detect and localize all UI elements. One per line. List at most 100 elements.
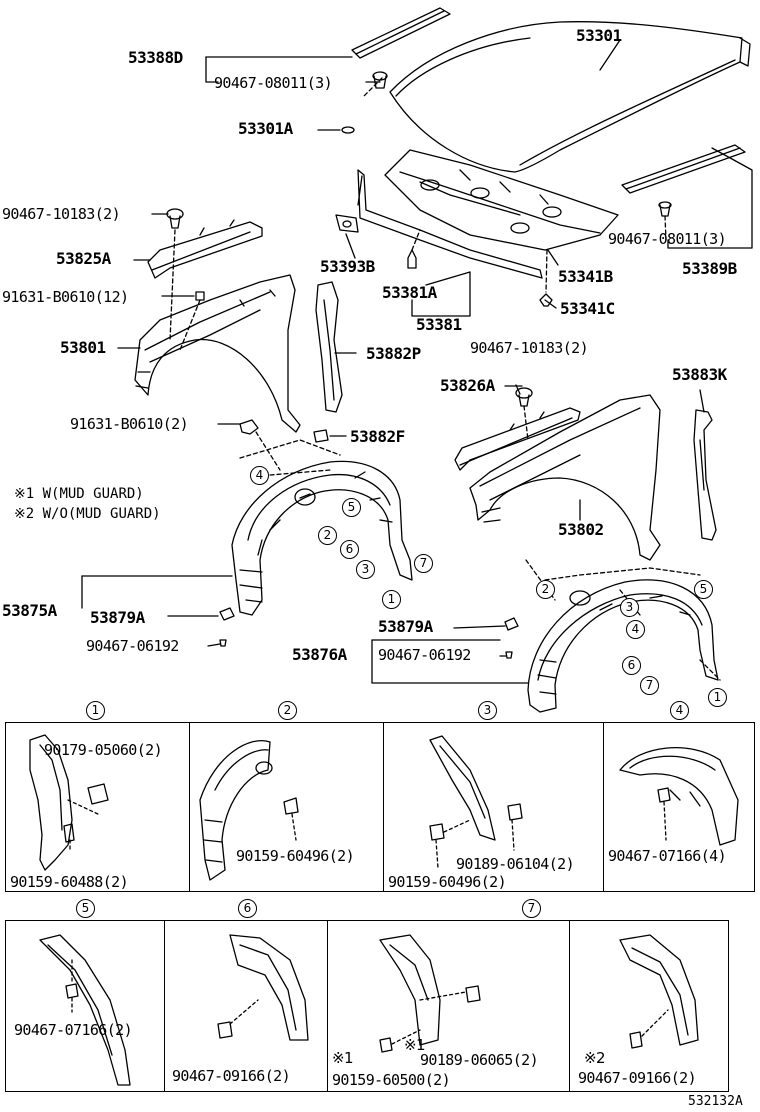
callout-3-lh: 3 <box>356 560 375 579</box>
label-90467-06192-l: 90467-06192 <box>86 637 179 655</box>
note-mud-guard: ※1 W(MUD GUARD) <box>14 486 144 502</box>
label-90467-10183-a: 90467-10183(2) <box>2 205 121 223</box>
note-no-mud-guard: ※2 W/O(MUD GUARD) <box>14 506 161 522</box>
detail-4-drawing <box>619 747 739 846</box>
label-90189-06065: 90189-06065(2) <box>420 1051 539 1069</box>
label-53876A: 53876A <box>292 645 347 664</box>
callout-6-rh: 6 <box>622 656 641 675</box>
hood-rod-53381 <box>357 169 543 279</box>
callout-2-lh: 2 <box>318 526 337 545</box>
label-53389B: 53389B <box>682 259 737 278</box>
fender-53801 <box>134 274 301 433</box>
label-91631-B0610-12: 91631-B0610(12) <box>2 288 129 306</box>
callout-1-lh: 1 <box>382 590 401 609</box>
label-53341B: 53341B <box>558 267 613 286</box>
label-53341C: 53341C <box>560 299 615 318</box>
detail-6-drawing <box>217 934 309 1041</box>
label-90467-07166-2: 90467-07166(2) <box>14 1021 133 1039</box>
hood-seal-53388D <box>351 7 451 59</box>
label-90467-07166-4: 90467-07166(4) <box>608 847 727 865</box>
label-90159-60500: 90159-60500(2) <box>332 1071 451 1089</box>
label-53875A: 53875A <box>2 601 57 620</box>
detail-header-4: 4 <box>670 701 689 720</box>
detail-header-3: 3 <box>478 701 497 720</box>
label-91631-B0610-2: 91631-B0610(2) <box>70 415 189 433</box>
hood-53301 <box>389 21 751 173</box>
label-53301: 53301 <box>576 26 622 45</box>
label-90467-09166-d6: 90467-09166(2) <box>172 1067 291 1085</box>
hood-seal-53389B <box>621 144 746 194</box>
detail-header-5: 5 <box>76 899 95 918</box>
label-53802: 53802 <box>558 520 604 539</box>
label-90467-06192-r: 90467-06192 <box>378 646 471 664</box>
label-53801: 53801 <box>60 338 106 357</box>
label-90189-06104: 90189-06104(2) <box>456 855 575 873</box>
tag-53301A <box>341 126 355 134</box>
callout-2-rh: 2 <box>536 580 555 599</box>
label-53883K: 53883K <box>672 365 727 384</box>
label-53388D: 53388D <box>128 48 183 67</box>
clip-90467-10183-a <box>166 208 184 229</box>
callout-7-rh: 7 <box>640 676 659 695</box>
bolt-91631-B0610-a <box>195 291 205 301</box>
label-53879A-l: 53879A <box>90 608 145 627</box>
fender-seal-53883K <box>693 409 717 541</box>
clip-53879A-l <box>219 607 235 621</box>
figure-id: 532132A <box>688 1094 743 1109</box>
label-53882P: 53882P <box>366 344 421 363</box>
callout-6-lh: 6 <box>340 540 359 559</box>
leader-dashes-lh <box>169 77 667 476</box>
label-53381A: 53381A <box>382 283 437 302</box>
callout-4-lh: 4 <box>250 466 269 485</box>
callout-5-rh: 5 <box>694 580 713 599</box>
fender-liner-53876A <box>527 579 719 713</box>
label-90159-60496-d2: 90159-60496(2) <box>236 847 355 865</box>
bolt-91631-B0610-b <box>239 419 259 435</box>
detail-3-drawing <box>429 735 523 869</box>
label-53393B: 53393B <box>320 257 375 276</box>
callout-5-lh: 5 <box>342 498 361 517</box>
leader-dashes-rh <box>523 405 721 681</box>
bracket-53393B <box>335 214 359 233</box>
callout-4-rh: 4 <box>626 620 645 639</box>
label-53381: 53381 <box>416 315 462 334</box>
detail-box-2 <box>189 722 384 892</box>
detail-header-1: 1 <box>86 701 105 720</box>
fender-bracket-53825A <box>147 219 263 279</box>
leader-53876A <box>371 639 529 684</box>
callout-7-lh: 7 <box>414 554 433 573</box>
fender-bracket-53826A <box>454 407 581 471</box>
detail-7-drawing <box>379 934 481 1053</box>
label-90467-08011-a: 90467-08011(3) <box>214 74 333 92</box>
detail-header-7: 7 <box>522 899 541 918</box>
screw-90467-06192-l <box>219 639 227 647</box>
label-53301A: 53301A <box>238 119 293 138</box>
fender-seal-53882P <box>315 281 343 413</box>
mark-w-mud-guard-2: ※1 <box>332 1049 354 1067</box>
leader-53875A <box>81 575 233 609</box>
label-53826A: 53826A <box>440 376 495 395</box>
clip-90467-08011-b <box>658 201 672 217</box>
label-90467-08011-b: 90467-08011(3) <box>608 230 727 248</box>
label-90467-09166-d8: 90467-09166(2) <box>578 1069 697 1087</box>
label-53825A: 53825A <box>56 249 111 268</box>
label-90159-60488: 90159-60488(2) <box>10 873 129 891</box>
label-90159-60496-d3: 90159-60496(2) <box>388 873 507 891</box>
detail-2-drawing <box>199 740 299 881</box>
callout-3-rh: 3 <box>620 598 639 617</box>
detail-box-8 <box>569 920 729 1092</box>
leader-lines <box>117 39 753 657</box>
label-90467-10183-b: 90467-10183(2) <box>470 339 589 357</box>
clip-53381A <box>407 249 417 269</box>
pad-53882F <box>313 429 329 443</box>
callout-1-rh: 1 <box>708 688 727 707</box>
fender-liner-53875A <box>231 460 413 616</box>
clip-53879A-r <box>504 617 519 631</box>
mark-w-mud-guard: ※1 <box>404 1036 426 1054</box>
fender-53802 <box>469 394 661 561</box>
detail-8-drawing <box>619 934 699 1049</box>
mark-wo-mud-guard: ※2 <box>584 1049 606 1067</box>
detail-header-2: 2 <box>278 701 297 720</box>
